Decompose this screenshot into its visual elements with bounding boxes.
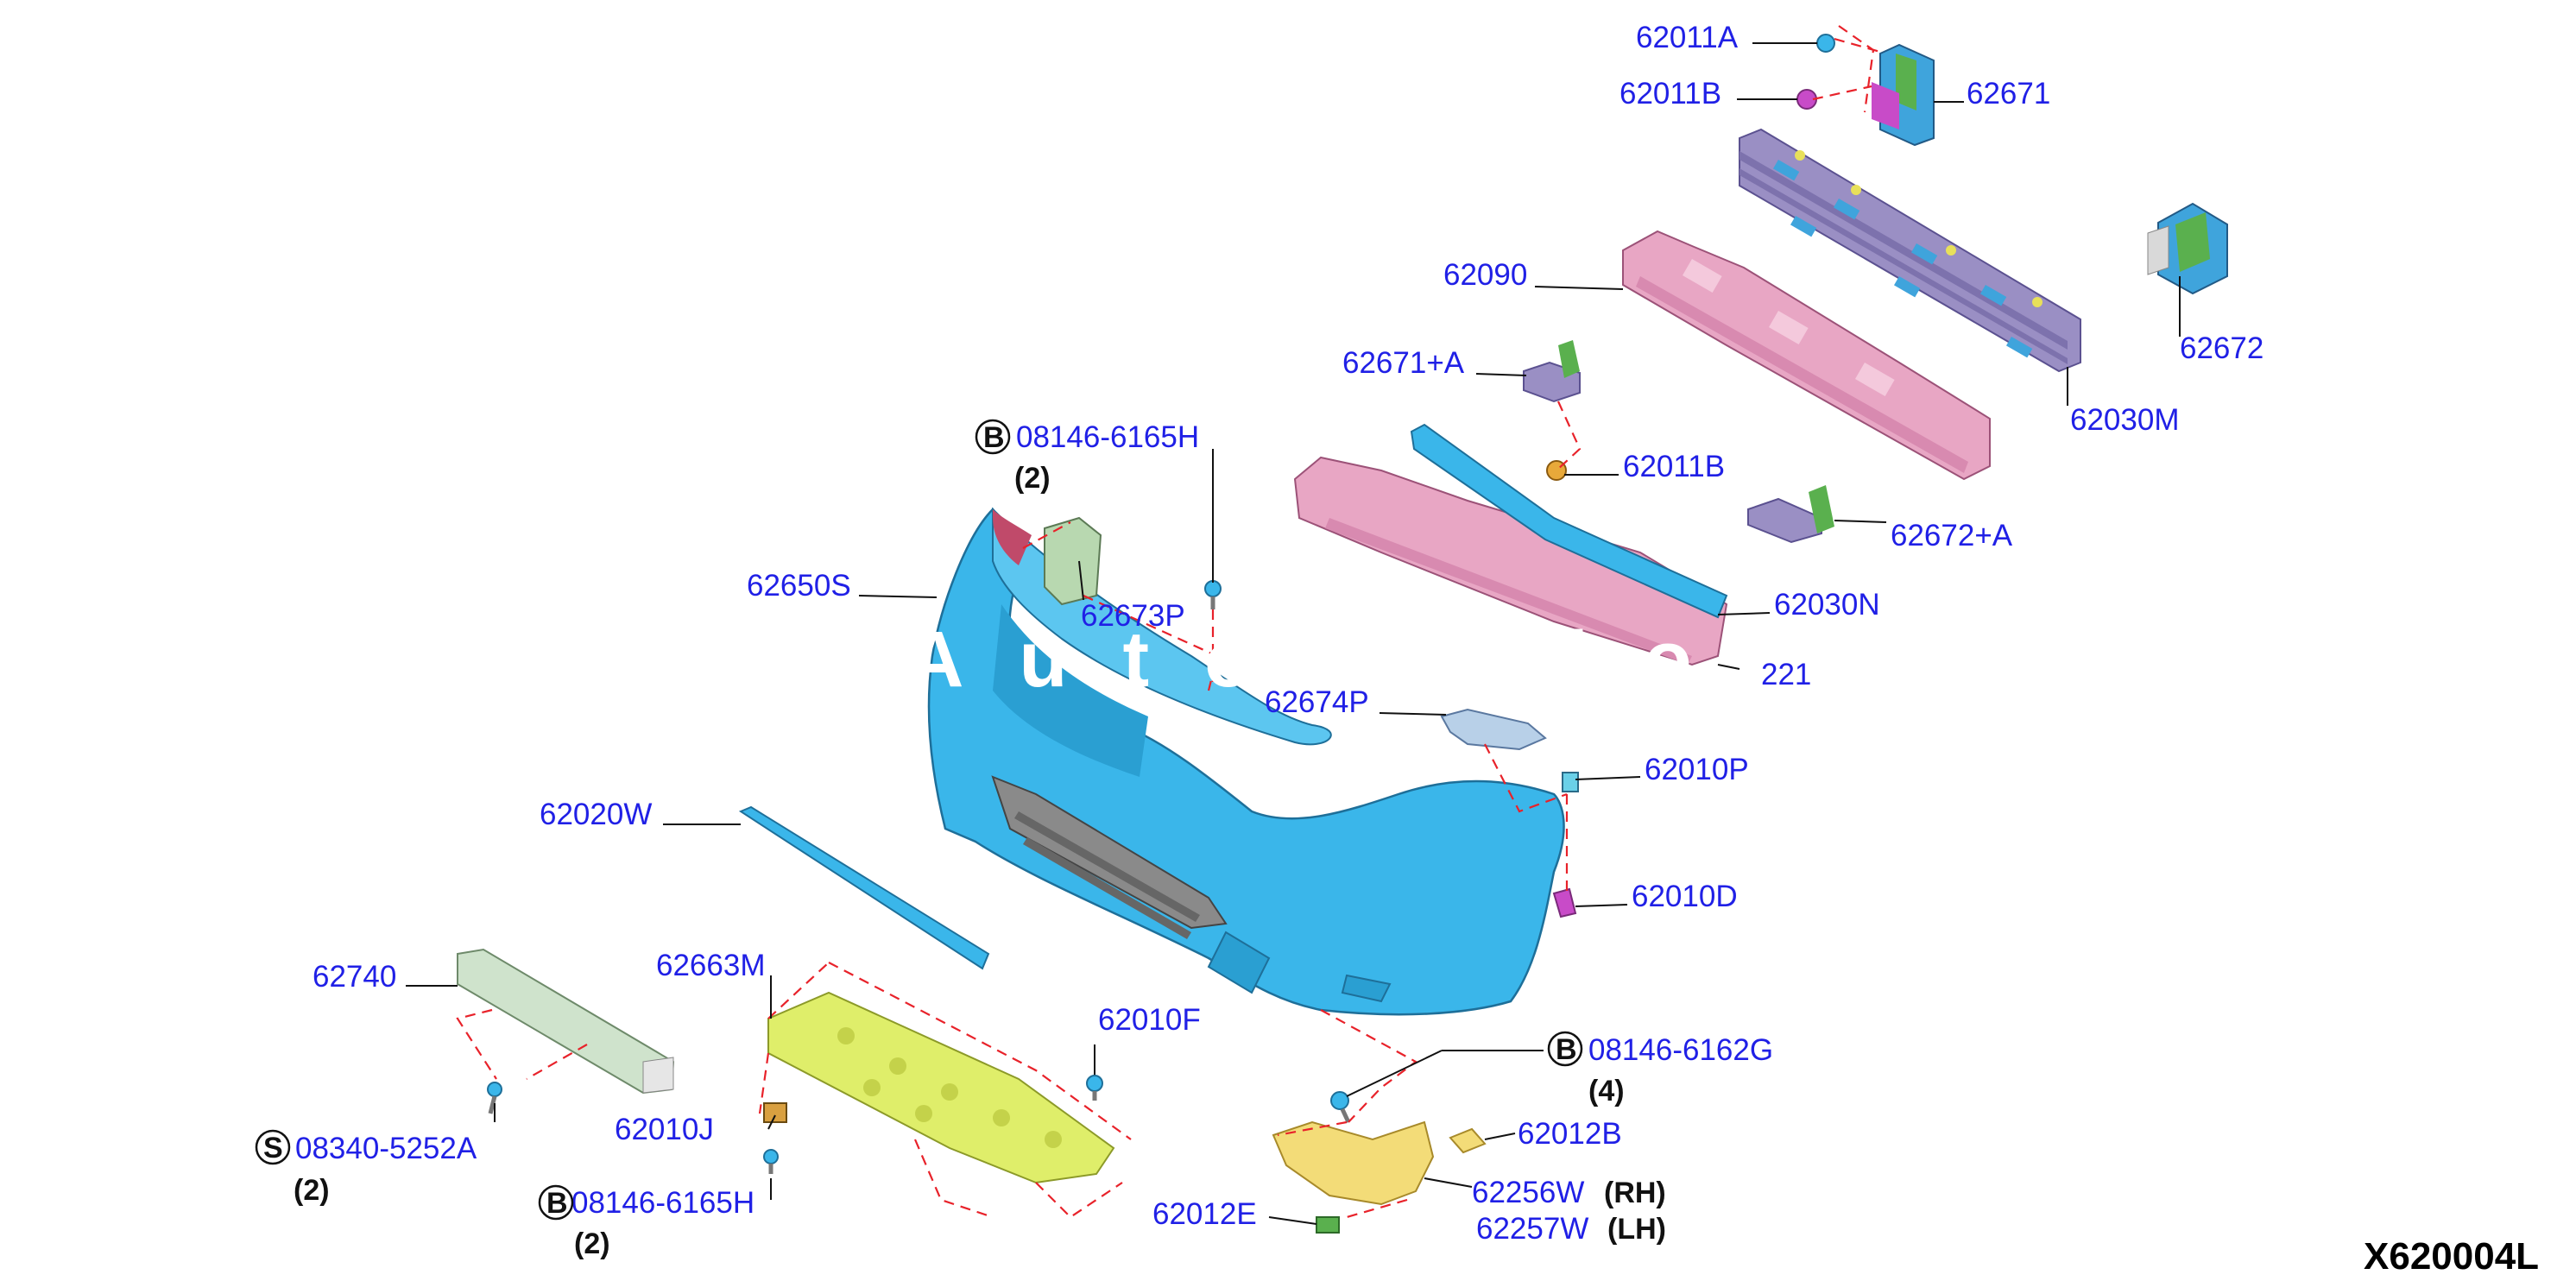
callout-62671: 62671 bbox=[1967, 77, 2050, 110]
reinforcement-62030m bbox=[1739, 128, 2081, 373]
callout-62672a: 62672+A bbox=[1891, 519, 2013, 552]
callout-08146-6165h-bottom: 08146-6165H bbox=[571, 1186, 754, 1220]
leader-lines bbox=[406, 42, 2181, 1225]
bolt-symbol-bottom: B bbox=[538, 1184, 574, 1221]
svg-text:B: B bbox=[983, 421, 1005, 454]
svg-text:S: S bbox=[263, 1132, 283, 1164]
callout-62011b-mid: 62011B bbox=[1623, 450, 1725, 483]
molding-62020w bbox=[738, 805, 990, 970]
callout-62012b: 62012B bbox=[1518, 1117, 1622, 1151]
undercover-62663m bbox=[767, 991, 1115, 1184]
bracket-62672 bbox=[2147, 202, 2228, 295]
bracket-62673p bbox=[1044, 516, 1102, 606]
callout-62740: 62740 bbox=[313, 960, 396, 994]
clip-62010p bbox=[1562, 772, 1579, 792]
callout-62663m: 62663M bbox=[656, 949, 765, 982]
bracket-62740 bbox=[457, 948, 675, 1095]
bracket-62671a bbox=[1523, 340, 1581, 403]
screw-symbol: S bbox=[255, 1129, 291, 1165]
clip-62010f bbox=[1086, 1075, 1103, 1101]
bolt-symbol-6162g: B bbox=[1547, 1031, 1583, 1067]
callout-08340-5252a: 08340-5252A bbox=[295, 1132, 477, 1165]
callout-62256w: 62256W bbox=[1472, 1176, 1584, 1209]
figure-id: X620004L bbox=[2364, 1235, 2539, 1278]
front-fascia-62650s bbox=[927, 507, 1565, 1016]
callout-62011a: 62011A bbox=[1636, 21, 1739, 54]
quantity-08146-6165h-top: (2) bbox=[1014, 462, 1051, 495]
callout-62010j: 62010J bbox=[615, 1113, 714, 1146]
callout-08146-6165h-top: 08146-6165H bbox=[1016, 420, 1199, 454]
svg-text:B: B bbox=[1556, 1033, 1577, 1066]
clip-62012b bbox=[1449, 1127, 1487, 1154]
callout-62673p: 62673P bbox=[1081, 599, 1185, 633]
absorber-lower bbox=[1293, 456, 1728, 666]
callout-62030m: 62030M bbox=[2070, 403, 2179, 437]
callout-221: 221 bbox=[1761, 658, 1811, 691]
bolt-08146-bottom bbox=[763, 1149, 779, 1174]
bolt-08146-top bbox=[1204, 580, 1222, 609]
absorber-62090 bbox=[1622, 230, 1991, 481]
callout-62090: 62090 bbox=[1443, 258, 1527, 292]
qualifier-lh: (LH) bbox=[1607, 1213, 1666, 1246]
bracket-62674p bbox=[1440, 708, 1547, 751]
bolt-symbol-top: B bbox=[975, 419, 1011, 455]
quantity-08340-5252a: (2) bbox=[294, 1174, 330, 1207]
symbol-badges: B B S B bbox=[255, 419, 1583, 1221]
svg-text:B: B bbox=[546, 1187, 568, 1220]
screw-62011a bbox=[1816, 34, 1835, 53]
callout-62020w: 62020W bbox=[540, 798, 652, 831]
quantity-08146-6162g: (4) bbox=[1588, 1075, 1625, 1107]
qualifier-rh: (RH) bbox=[1604, 1177, 1666, 1209]
callout-62012e: 62012E bbox=[1152, 1197, 1257, 1231]
clip-62012e bbox=[1316, 1216, 1340, 1234]
callout-62650s: 62650S bbox=[747, 569, 851, 603]
callout-08146-6162g: 08146-6162G bbox=[1588, 1033, 1773, 1067]
callout-62672: 62672 bbox=[2180, 331, 2263, 365]
quantity-08146-6165h-bottom: (2) bbox=[574, 1227, 610, 1260]
clip-62010j bbox=[763, 1102, 787, 1123]
callout-labels: 62011A 62011B 62671 62090 62672 62671+A … bbox=[294, 21, 2263, 1260]
bolt-08146-6162g bbox=[1330, 1091, 1351, 1124]
callout-62010f: 62010F bbox=[1098, 1003, 1201, 1037]
retainer-62030n bbox=[1410, 423, 1728, 619]
callout-62010d: 62010D bbox=[1632, 880, 1738, 913]
bracket-62671 bbox=[1872, 43, 1935, 147]
callout-62671a: 62671+A bbox=[1342, 346, 1465, 380]
callout-62010p: 62010P bbox=[1645, 753, 1749, 786]
screw-08340 bbox=[487, 1082, 502, 1114]
callout-62011b-top: 62011B bbox=[1619, 77, 1721, 110]
alignment-lines bbox=[456, 25, 1881, 1219]
callout-62030n: 62030N bbox=[1774, 588, 1880, 622]
callout-62674p: 62674P bbox=[1265, 685, 1369, 719]
bracket-62256w bbox=[1272, 1120, 1435, 1206]
bracket-62672a bbox=[1747, 485, 1834, 544]
clip-62010d bbox=[1552, 887, 1577, 918]
callout-62257w: 62257W bbox=[1476, 1212, 1588, 1246]
